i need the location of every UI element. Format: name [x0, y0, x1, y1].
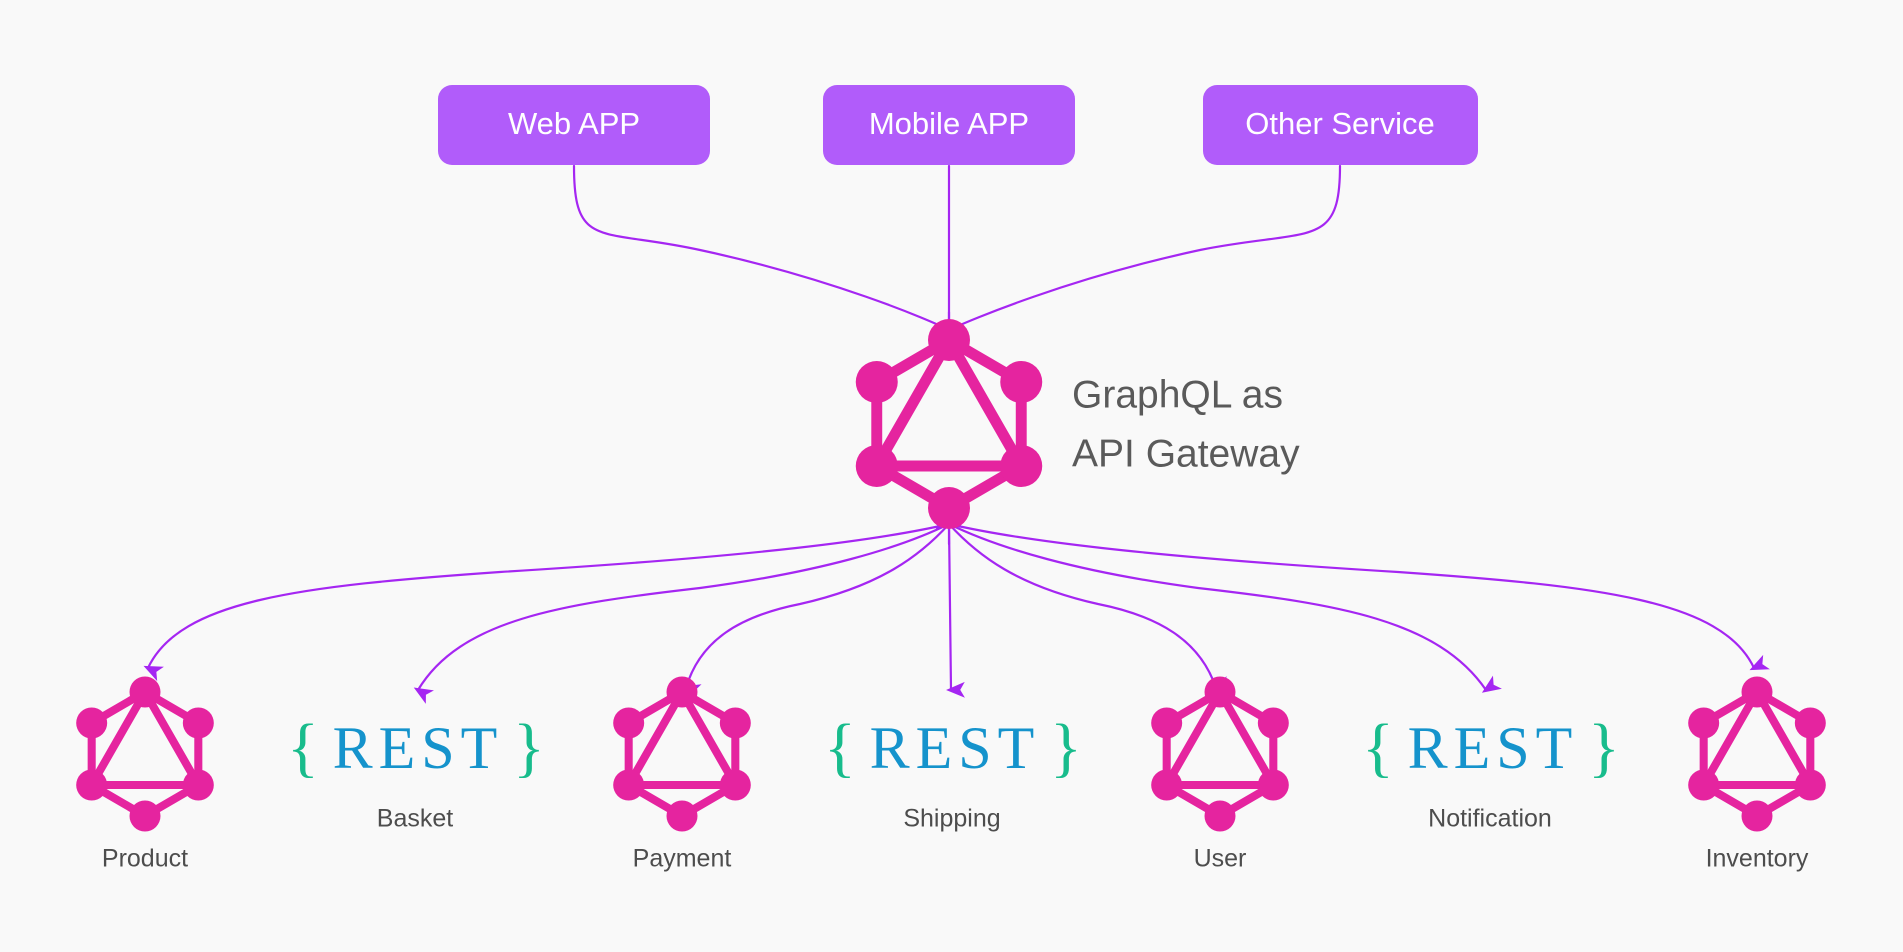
service-payment-graphql-icon [613, 676, 751, 832]
service-inventory-graphql-icon [1688, 676, 1826, 832]
service-notification-label: Notification [1428, 805, 1552, 833]
edge-gateway-to-product [143, 522, 951, 682]
client-box-other-service-rect [1203, 85, 1478, 165]
service-shipping[interactable]: { REST } Shipping [824, 711, 1082, 832]
client-box-other-service-label: Other Service [1245, 106, 1435, 141]
service-product-label: Product [102, 845, 188, 873]
client-boxes-layer: Web APP Mobile APP Other Service [438, 85, 1478, 165]
edge-web-app-to-gateway [572, 164, 951, 332]
service-shipping-label: Shipping [903, 805, 1000, 833]
gateway-graphql-logo[interactable] [855, 319, 1043, 529]
edge-gateway-to-notification [947, 522, 1502, 693]
rest-logo-left-brace-shipping: { [824, 711, 856, 784]
service-user-label: User [1194, 845, 1247, 873]
rest-logo-word-notification: REST [1408, 715, 1579, 781]
rest-logo-right-brace-shipping: } [1050, 711, 1082, 784]
client-box-web-app-rect [438, 85, 710, 165]
service-inventory[interactable]: Inventory [1688, 676, 1826, 873]
gateway-to-services-edges [143, 514, 1770, 704]
client-box-mobile-app-rect [823, 85, 1075, 165]
edge-gateway-to-inventory [947, 522, 1770, 671]
edge-gateway-to-shipping [946, 522, 965, 698]
service-user[interactable]: User [1151, 676, 1289, 873]
client-to-gateway-edges [572, 164, 1342, 342]
service-product[interactable]: Product [76, 676, 214, 873]
edge-gateway-to-user [947, 522, 1232, 692]
service-product-graphql-icon [76, 676, 214, 832]
service-user-graphql-icon [1151, 676, 1289, 832]
service-notification-rest-icon: { REST } [1362, 711, 1620, 784]
rest-logo-word-shipping: REST [870, 715, 1041, 781]
client-box-other-service[interactable]: Other Service [1203, 85, 1478, 165]
gateway-caption-line-1: GraphQL as [1072, 373, 1283, 416]
client-box-mobile-app[interactable]: Mobile APP [823, 85, 1075, 165]
rest-logo-right-brace-basket: } [513, 711, 545, 784]
edge-gateway-to-payment [681, 522, 951, 700]
rest-logo-left-brace-notification: { [1362, 711, 1394, 784]
rest-logo-right-brace-notification: } [1588, 711, 1620, 784]
client-box-web-app-label: Web APP [508, 106, 640, 141]
graphql-logo-nodes [855, 319, 1043, 529]
gateway-caption-line-2: API Gateway [1072, 432, 1300, 475]
service-payment-label: Payment [633, 845, 732, 873]
edge-gateway-to-basket [413, 522, 951, 704]
rest-logo-word-basket: REST [333, 715, 504, 781]
service-inventory-label: Inventory [1706, 845, 1809, 873]
service-shipping-rest-icon: { REST } [824, 711, 1082, 784]
service-basket-rest-icon: { REST } [287, 711, 545, 784]
service-basket-label: Basket [377, 805, 453, 833]
edge-other-service-to-gateway [947, 164, 1342, 332]
client-box-mobile-app-label: Mobile APP [869, 106, 1029, 141]
gateway-caption: GraphQL as API Gateway [1072, 373, 1300, 475]
rest-logo-left-brace-basket: { [287, 711, 319, 784]
service-basket[interactable]: { REST } Basket [287, 711, 545, 832]
service-notification[interactable]: { REST } Notification [1362, 711, 1620, 832]
graphql-logo-links [871, 334, 1027, 514]
client-box-web-app[interactable]: Web APP [438, 85, 710, 165]
service-payment[interactable]: Payment [613, 676, 751, 873]
